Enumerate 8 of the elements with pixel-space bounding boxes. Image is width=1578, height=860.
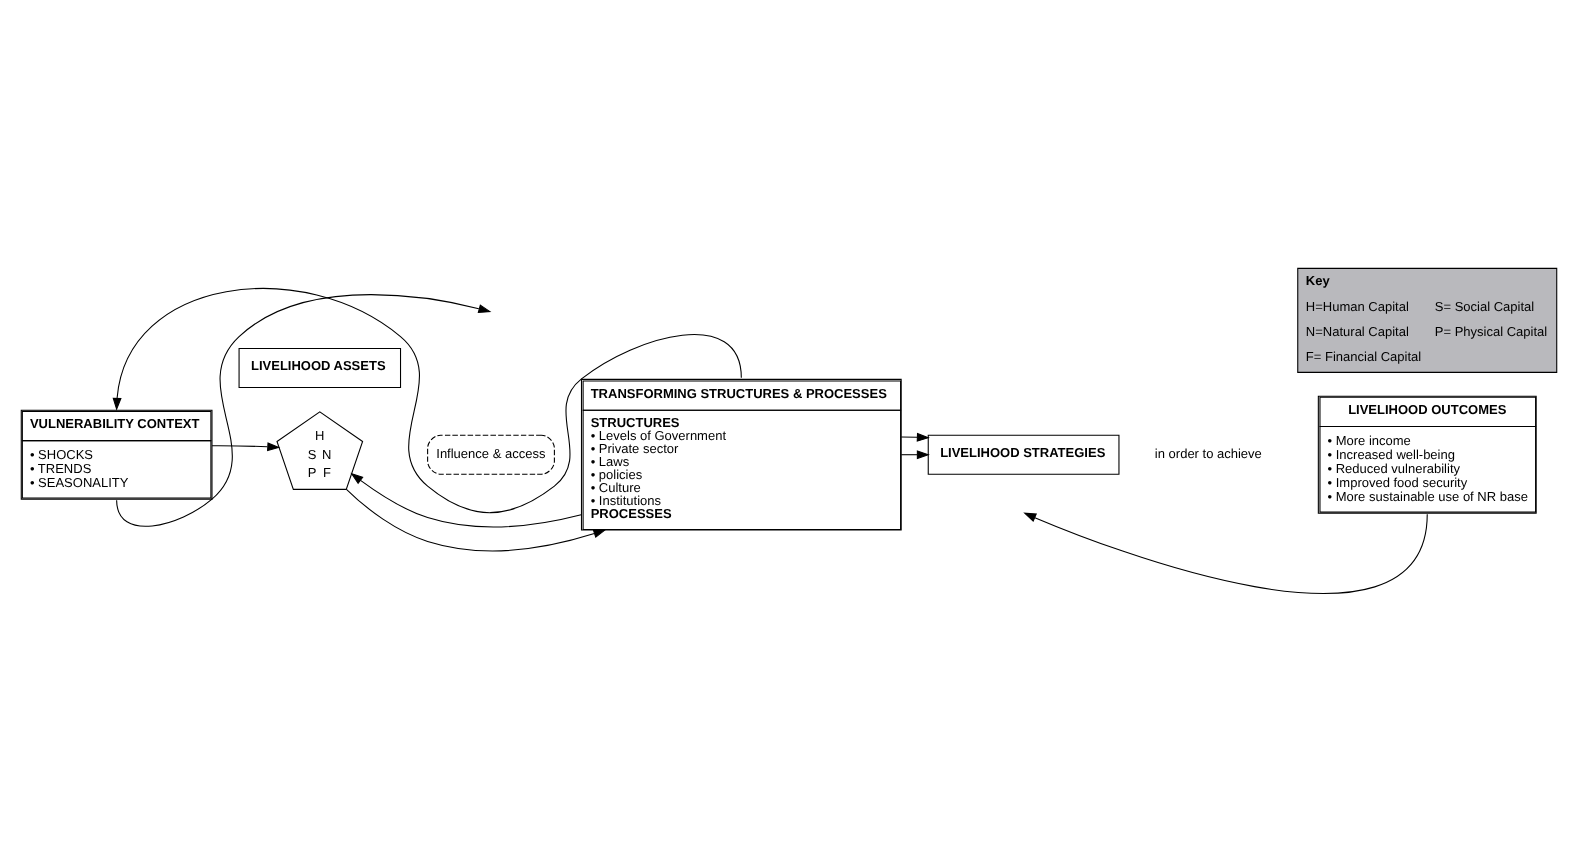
arrow xyxy=(211,441,281,451)
arrow xyxy=(900,449,930,459)
arrow xyxy=(350,471,582,527)
arrow xyxy=(116,293,492,526)
arrow xyxy=(112,287,742,513)
arrow xyxy=(1023,511,1428,593)
arrow xyxy=(900,431,930,441)
arrow xyxy=(345,487,607,551)
